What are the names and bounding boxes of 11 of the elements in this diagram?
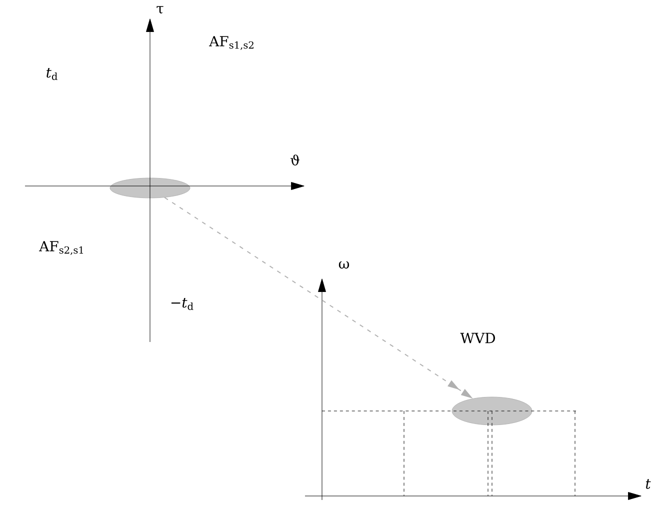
ellipse-blob bbox=[110, 178, 190, 198]
axis-label: t$_{d}$ bbox=[46, 68, 58, 80]
axis-label: WVD bbox=[460, 332, 495, 344]
axis-label: t bbox=[646, 479, 651, 489]
axis-label: AF$_{s1,s2}$ bbox=[209, 36, 254, 50]
axis-label: ω bbox=[338, 261, 350, 269]
axis-label: AF$_{s2,s1}$ bbox=[39, 241, 84, 255]
axis-label: −t$_{d}$ bbox=[171, 298, 194, 310]
ellipse-blob bbox=[452, 396, 532, 426]
axis-label: ϑ bbox=[290, 154, 300, 166]
axis-label: τ bbox=[156, 6, 164, 14]
